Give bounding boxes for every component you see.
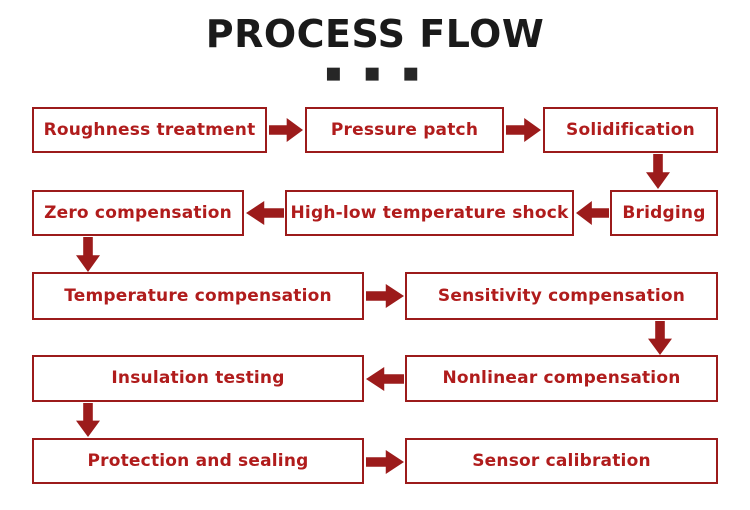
process-box-label: Roughness treatment <box>43 119 256 140</box>
process-box-zero-compensation[interactable]: Zero compensation <box>32 190 244 236</box>
process-box-high-low-temperature-shock[interactable]: High-low temperature shock <box>285 190 574 236</box>
process-box-label: Sensor calibration <box>472 450 651 471</box>
process-box-label: Insulation testing <box>111 368 285 389</box>
process-box-sensor-calibration[interactable]: Sensor calibration <box>405 438 718 484</box>
page-title: PROCESS FLOW <box>205 12 545 56</box>
process-box-label: Sensitivity compensation <box>437 285 686 306</box>
process-box-label: Protection and sealing <box>87 450 309 471</box>
process-box-label: Pressure patch <box>330 119 479 140</box>
arrow-temperature-to-sensitivity-icon <box>366 284 404 308</box>
arrow-protection-to-sensor-icon <box>366 450 404 474</box>
arrow-pressure-to-solidification-icon <box>506 118 541 142</box>
arrow-insulation-to-protection-icon <box>76 403 100 437</box>
process-box-insulation-testing[interactable]: Insulation testing <box>32 355 364 402</box>
process-box-label: Solidification <box>566 119 695 140</box>
process-box-label: Bridging <box>622 202 706 223</box>
process-box-label: Zero compensation <box>44 202 232 223</box>
process-box-sensitivity-compensation[interactable]: Sensitivity compensation <box>405 272 718 320</box>
arrow-bridging-to-shock-icon <box>576 201 609 225</box>
arrow-shock-to-zero-icon <box>246 201 284 225</box>
arrow-sensitivity-to-nonlinear-icon <box>648 321 672 355</box>
arrow-nonlinear-to-insulation-icon <box>366 367 404 391</box>
process-box-label: High-low temperature shock <box>290 202 569 223</box>
process-box-label: Temperature compensation <box>64 285 332 306</box>
process-box-label: Nonlinear compensation <box>442 368 681 389</box>
process-box-protection-and-sealing[interactable]: Protection and sealing <box>32 438 364 484</box>
process-box-solidification[interactable]: Solidification <box>543 107 718 153</box>
arrow-zero-to-temperature-icon <box>76 237 100 272</box>
process-box-temperature-compensation[interactable]: Temperature compensation <box>32 272 364 320</box>
process-box-roughness-treatment[interactable]: Roughness treatment <box>32 107 267 153</box>
arrow-roughness-to-pressure-icon <box>269 118 303 142</box>
process-box-pressure-patch[interactable]: Pressure patch <box>305 107 504 153</box>
arrow-solidification-to-bridging-icon <box>646 154 670 189</box>
title-dots-decoration: ▪ ▪ ▪ <box>324 58 426 88</box>
process-box-bridging[interactable]: Bridging <box>610 190 718 236</box>
process-box-nonlinear-compensation[interactable]: Nonlinear compensation <box>405 355 718 402</box>
